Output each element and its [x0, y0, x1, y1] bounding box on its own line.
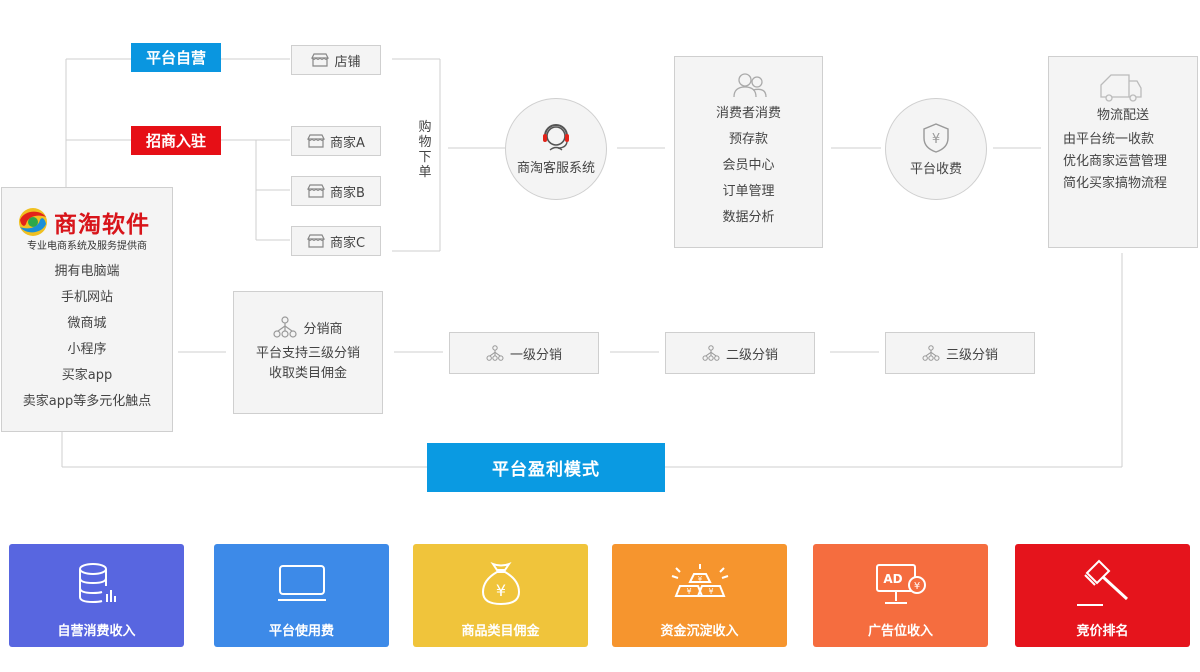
card-label: 资金沉淀收入 — [660, 624, 739, 639]
shop-label: 商家C — [329, 235, 366, 251]
profit-model-bar: 平台盈利模式 — [427, 443, 665, 492]
left-panel: 商淘软件 专业电商系统及服务提供商 拥有电脑端 手机网站 微商城 小程序 买家a… — [1, 187, 173, 432]
card-ad-income: AD ¥ 广告位收入 — [813, 544, 988, 647]
network-icon — [273, 316, 298, 338]
logo-text: 商淘软件 — [54, 211, 150, 238]
logo: 商淘软件 — [18, 205, 150, 239]
truck-icon — [1100, 74, 1142, 102]
shop-label: 商家B — [330, 185, 365, 201]
logistics-box: 物流配送 由平台统一收款 优化商家运营管理 简化买家搞物流程 — [1048, 56, 1198, 248]
network-icon — [486, 345, 504, 361]
logo-swirl-icon — [19, 208, 47, 236]
monitor-icon — [277, 565, 326, 601]
shop-icon — [307, 134, 326, 148]
list-item: 由平台统一收款 — [1063, 132, 1155, 147]
gavel-icon — [1076, 559, 1128, 606]
svg-text:¥: ¥ — [913, 581, 919, 592]
list-item: 数据分析 — [722, 210, 775, 225]
left-panel-list: 拥有电脑端 手机网站 微商城 小程序 买家app 卖家app等多元化触点 — [2, 259, 172, 415]
shop-label: 店铺 — [334, 54, 361, 70]
list-item: 小程序 — [67, 342, 107, 357]
list-item: 收取类目佣金 — [268, 366, 347, 381]
purchase-order-label: 购物下单 — [418, 120, 432, 180]
svg-text:¥: ¥ — [495, 581, 505, 600]
shop-a: 商家A — [291, 126, 381, 156]
list-item: 预存款 — [728, 132, 768, 147]
level-label: 一级分销 — [509, 347, 562, 363]
gold-bars-icon: ¥ ¥ ¥ — [671, 564, 728, 597]
shop-b: 商家B — [291, 176, 381, 206]
level-2-box: 二级分销 — [665, 332, 815, 374]
distributor-title: 分销商 — [303, 321, 343, 337]
list-item: 简化买家搞物流程 — [1063, 176, 1168, 191]
fee-circle: ¥ 平台收费 — [885, 98, 987, 200]
consumer-box: 消费者消费 预存款 会员中心 订单管理 数据分析 — [674, 56, 823, 248]
svg-text:¥: ¥ — [686, 587, 691, 596]
svg-text:¥: ¥ — [932, 132, 940, 147]
level-label: 二级分销 — [725, 347, 778, 363]
list-item: 手机网站 — [60, 290, 113, 305]
card-bidding-rank: 竞价排名 — [1015, 544, 1190, 647]
users-icon — [733, 73, 767, 98]
level-label: 三级分销 — [945, 347, 998, 363]
shop-icon — [306, 234, 325, 248]
card-label: 竞价排名 — [1076, 624, 1129, 639]
customer-service-icon — [543, 123, 569, 151]
list-item: 优化商家运营管理 — [1063, 154, 1168, 169]
merchant-join-tag: 招商入驻 — [131, 126, 221, 155]
network-icon — [922, 345, 940, 361]
logo-subtitle: 专业电商系统及服务提供商 — [27, 241, 147, 252]
card-self-consumption: 自营消费收入 — [9, 544, 184, 647]
card-category-commission: ¥ 商品类目佣金 — [413, 544, 588, 647]
list-item: 买家app — [61, 368, 113, 383]
network-icon — [702, 345, 720, 361]
money-bag-icon: ¥ — [481, 561, 520, 606]
consumer-title: 消费者消费 — [715, 106, 781, 121]
service-circle: 商淘客服系统 — [505, 98, 607, 200]
list-item: 订单管理 — [722, 184, 775, 199]
shop-store: 店铺 — [291, 45, 381, 75]
card-fund-deposit: ¥ ¥ ¥ 资金沉淀收入 — [612, 544, 787, 647]
shop-icon — [307, 184, 326, 198]
list-item: 平台支持三级分销 — [255, 346, 360, 361]
yuan-shield-icon: ¥ — [923, 122, 949, 153]
list-item: 微商城 — [67, 316, 107, 331]
ad-board-icon: AD ¥ — [875, 564, 926, 604]
list-item: 卖家app等多元化触点 — [22, 394, 152, 409]
shop-c: 商家C — [291, 226, 381, 256]
card-platform-fee: 平台使用费 — [214, 544, 389, 647]
card-label: 平台使用费 — [268, 624, 334, 639]
list-item: 会员中心 — [722, 158, 775, 173]
database-icon — [78, 563, 116, 604]
self-operated-tag: 平台自营 — [131, 43, 221, 72]
shop-icon — [311, 53, 330, 67]
shop-label: 商家A — [330, 135, 365, 151]
svg-text:¥: ¥ — [697, 575, 702, 583]
list-item: 拥有电脑端 — [54, 264, 120, 279]
distributor-box: 分销商 平台支持三级分销 收取类目佣金 — [233, 291, 383, 414]
svg-text:¥: ¥ — [708, 587, 713, 596]
svg-text:AD: AD — [883, 572, 902, 586]
card-label: 商品类目佣金 — [461, 624, 540, 639]
level-1-box: 一级分销 — [449, 332, 599, 374]
level-3-box: 三级分销 — [885, 332, 1035, 374]
card-label: 广告位收入 — [867, 624, 933, 639]
logistics-title: 物流配送 — [1096, 108, 1149, 123]
fee-label: 平台收费 — [909, 161, 962, 177]
card-label: 自营消费收入 — [57, 624, 136, 639]
service-label: 商淘客服系统 — [516, 160, 595, 176]
